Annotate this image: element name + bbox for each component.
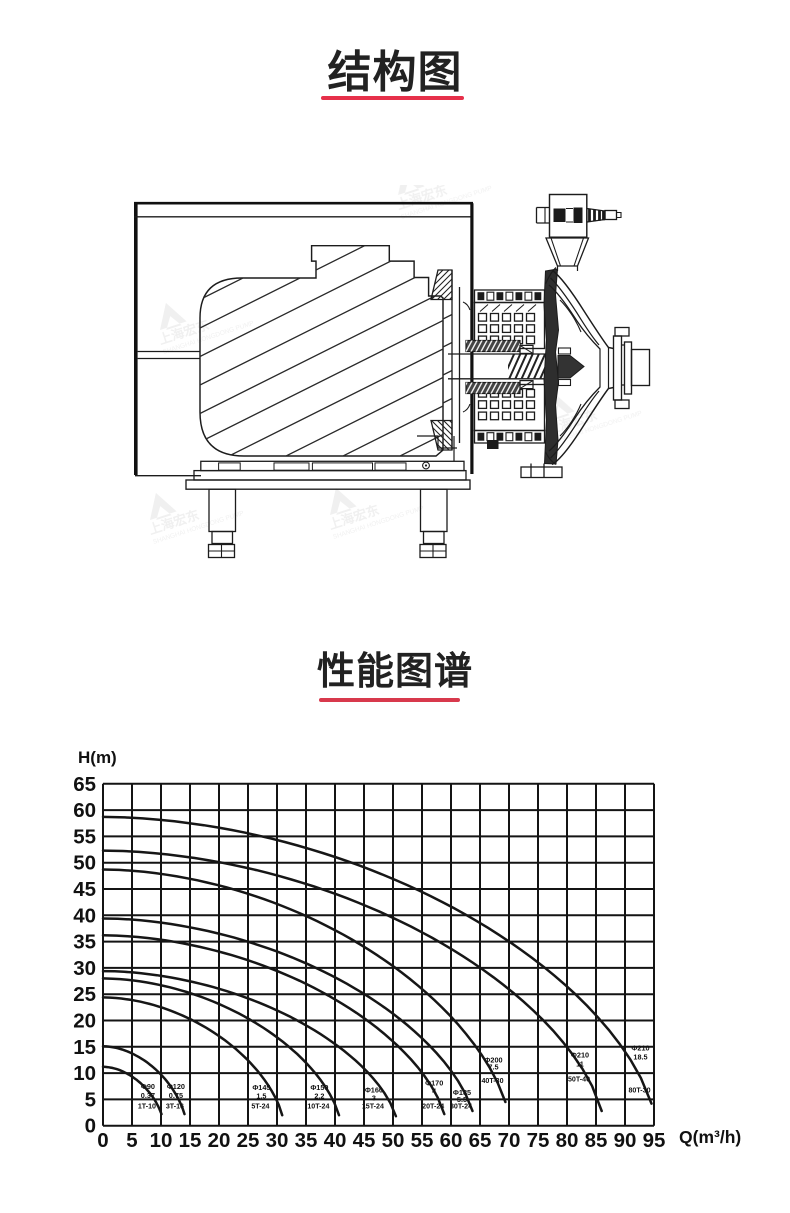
svg-text:60: 60	[440, 1129, 463, 1152]
svg-text:50: 50	[73, 852, 96, 875]
svg-text:45: 45	[73, 878, 96, 901]
svg-text:30: 30	[73, 957, 96, 980]
svg-text:0: 0	[97, 1129, 108, 1152]
svg-text:35: 35	[73, 931, 96, 954]
svg-text:Φ170: Φ170	[425, 1079, 443, 1088]
svg-text:5T-24: 5T-24	[251, 1103, 269, 1111]
svg-text:0.75: 0.75	[169, 1091, 183, 1100]
svg-text:80: 80	[556, 1129, 579, 1152]
svg-text:Φ160: Φ160	[365, 1086, 383, 1095]
svg-text:5: 5	[85, 1088, 96, 1111]
svg-text:30T-24: 30T-24	[450, 1103, 472, 1111]
svg-text:10: 10	[73, 1062, 96, 1085]
svg-text:0.37: 0.37	[141, 1091, 155, 1100]
svg-text:70: 70	[498, 1129, 521, 1152]
svg-text:15T-24: 15T-24	[362, 1103, 384, 1111]
svg-text:5.5: 5.5	[457, 1095, 467, 1104]
svg-text:Q(m³/h): Q(m³/h)	[679, 1127, 741, 1147]
svg-text:55: 55	[411, 1129, 434, 1152]
svg-text:20T-24: 20T-24	[422, 1103, 444, 1111]
svg-text:Φ90: Φ90	[141, 1082, 155, 1091]
svg-text:25: 25	[237, 1129, 260, 1152]
svg-text:H(m): H(m)	[78, 748, 117, 767]
svg-text:15: 15	[73, 1036, 96, 1059]
svg-text:40: 40	[324, 1129, 347, 1152]
svg-text:18.5: 18.5	[633, 1053, 647, 1062]
svg-text:10T-24: 10T-24	[307, 1103, 329, 1111]
svg-text:10: 10	[150, 1129, 173, 1152]
svg-text:Φ210: Φ210	[631, 1044, 649, 1053]
svg-text:1T-10: 1T-10	[138, 1103, 156, 1111]
svg-text:90: 90	[614, 1129, 637, 1152]
svg-text:35: 35	[295, 1129, 318, 1152]
svg-text:65: 65	[73, 773, 96, 796]
svg-text:3: 3	[372, 1094, 376, 1103]
svg-text:65: 65	[469, 1129, 492, 1152]
svg-text:20: 20	[208, 1129, 231, 1152]
svg-text:80T-30: 80T-30	[628, 1087, 650, 1095]
svg-text:Φ145: Φ145	[252, 1083, 270, 1092]
svg-text:Φ120: Φ120	[167, 1082, 185, 1091]
svg-text:50T-40: 50T-40	[568, 1076, 590, 1084]
svg-text:7.5: 7.5	[488, 1063, 498, 1072]
svg-text:40T-30: 40T-30	[481, 1077, 503, 1085]
svg-text:60: 60	[73, 799, 96, 822]
svg-text:Φ150: Φ150	[310, 1083, 328, 1092]
svg-text:40: 40	[73, 904, 96, 927]
svg-text:Φ210: Φ210	[571, 1051, 589, 1060]
svg-text:50: 50	[382, 1129, 405, 1152]
svg-text:0: 0	[85, 1115, 96, 1138]
svg-text:45: 45	[353, 1129, 376, 1152]
svg-text:20: 20	[73, 1010, 96, 1033]
svg-text:2.2: 2.2	[314, 1092, 324, 1101]
svg-text:Φ185: Φ185	[453, 1088, 471, 1097]
svg-text:5: 5	[126, 1129, 137, 1152]
svg-text:30: 30	[266, 1129, 289, 1152]
svg-text:25: 25	[73, 983, 96, 1006]
svg-text:Φ200: Φ200	[484, 1056, 502, 1065]
svg-text:11: 11	[576, 1060, 584, 1069]
svg-text:1.5: 1.5	[256, 1092, 266, 1101]
svg-text:85: 85	[585, 1129, 608, 1152]
svg-text:55: 55	[73, 825, 96, 848]
svg-text:4: 4	[432, 1087, 437, 1096]
svg-text:95: 95	[643, 1129, 666, 1152]
svg-text:3T-16: 3T-16	[166, 1103, 184, 1111]
svg-text:75: 75	[527, 1129, 550, 1152]
svg-text:15: 15	[179, 1129, 202, 1152]
